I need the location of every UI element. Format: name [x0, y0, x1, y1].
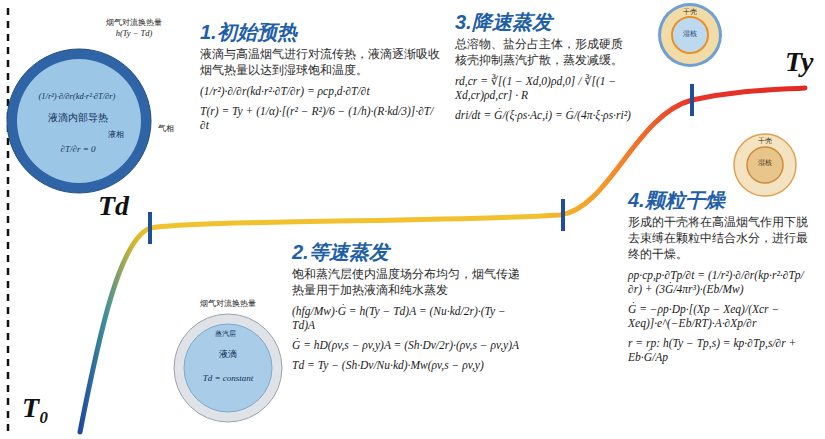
droplet-circle: 干壳湿核: [657, 2, 723, 68]
equation: (hfg/Mw)·Ġ = h(Ty − Td)A = (Nu·kd/2r)·(T…: [292, 304, 530, 332]
stage-block: 3.降速蒸发总溶物、盐分占主体，形成硬质核壳抑制蒸汽扩散，蒸发减缓。 rd,cr …: [455, 10, 633, 122]
stage-title: 2.等速蒸发: [292, 240, 530, 264]
stage-block: 1.初始预热液滴与高温烟气进行对流传热，液滴逐渐吸收烟气热量以达到湿球饱和温度。…: [200, 20, 440, 132]
droplet-label: ∂T/∂r = 0: [61, 144, 96, 154]
droplet-outline: [173, 313, 283, 423]
droplet-label: Td = constant: [203, 373, 254, 383]
droplet-layer: [17, 59, 141, 183]
droplet-label: 湿核: [758, 159, 772, 167]
droplet-circle: 烟气对流换热量蒸汽层液滴Td = constant: [173, 313, 283, 423]
droplet-label: 液滴: [219, 349, 237, 359]
stage-title: 4.颗粒干燥: [628, 188, 816, 212]
stage-title: 1.初始预热: [200, 20, 440, 44]
stage-block: Td: [98, 190, 129, 222]
droplet-circle: 烟气对流换热量h(Ty − Td)(1/r²)·∂/∂r(kd·r²·∂T/∂r…: [6, 48, 152, 194]
stage-description: 总溶物、盐分占主体，形成硬质核壳抑制蒸汽扩散，蒸发减缓。: [455, 36, 633, 68]
equation: r = rp: h(Ty − Tp,s) = kp·∂Tp,s/∂r + Eb·…: [628, 336, 816, 364]
droplet-label: 干壳: [683, 8, 697, 15]
droplet-label: 干壳: [758, 137, 772, 144]
droplet-label: 液滴内部导热: [48, 112, 108, 124]
equation: ρp·cp,p·∂Tp/∂t = (1/r²)·∂/∂r(kp·r²·∂Tp/∂…: [628, 268, 816, 296]
droplet-layer: [7, 49, 151, 193]
stage-tick: [690, 84, 694, 116]
stage-block: 4.颗粒干燥形成的干壳将在高温烟气作用下脱去束缚在颗粒中结合水分，进行最终的干燥…: [628, 188, 816, 364]
equation: rd,cr = ∛[(1 − Xd,0)ρd,0] / ∛[(1 − Xd,cr…: [455, 74, 633, 102]
droplet-layer: [174, 314, 282, 422]
stage-tick: [561, 199, 565, 231]
stage-title: 3.降速蒸发: [455, 10, 633, 34]
temperature-label: Ty: [785, 46, 814, 78]
droplet-label: 烟气对流换热量: [106, 18, 162, 27]
stage-description: 液滴与高温烟气进行对流传热，液滴逐渐吸收烟气热量以达到湿球饱和温度。: [200, 46, 440, 78]
equation: Ġ = hD(ρv,s − ρv,y)A = (Sh·Dv/2r)·(ρv,s …: [292, 338, 530, 352]
equation: dri/dt = Ġ/(ξ·ρs·Ac,i) = Ġ/(4π·ξ·ρs·ri²): [455, 108, 633, 122]
equation: Ġ = −ρp·Dp·[(Xp − Xeq)/(Xcr − Xeq)]·e^(−…: [628, 302, 816, 330]
droplet-layer: [658, 3, 722, 67]
temperature-label: T₀: [22, 392, 49, 424]
droplet-label: 烟气对流换热量: [200, 300, 256, 309]
droplet-label: 液相: [108, 130, 124, 139]
droplet-label: 湿核: [683, 30, 697, 38]
droplet-layer: [672, 17, 708, 53]
stage-tick: [148, 212, 152, 244]
droplet-label: h(Ty − Td): [116, 29, 153, 39]
droplet-label: 蒸汽层: [215, 330, 236, 338]
droplet-circle: 干壳湿核: [733, 133, 797, 197]
temperature-label: Td: [98, 190, 129, 222]
droplet-label: 气相: [158, 124, 174, 133]
stage-description: 饱和蒸汽层使内温度场分布均匀，烟气传递热量用于加热液滴和纯水蒸发: [292, 266, 530, 298]
stage-block: 2.等速蒸发饱和蒸汽层使内温度场分布均匀，烟气传递热量用于加热液滴和纯水蒸发 (h…: [292, 240, 530, 372]
droplet-label: (1/r²)·∂/∂r(kd·r²·∂T/∂r): [39, 92, 116, 102]
stage-block: Ty: [785, 46, 814, 78]
equation: Td = Ty − (Sh·Dv/Nu·kd)·Mw(ρv,s − ρv,y): [292, 358, 530, 372]
stage-description: 形成的干壳将在高温烟气作用下脱去束缚在颗粒中结合水分，进行最终的干燥。: [628, 214, 816, 262]
droplet-layer: [734, 134, 796, 196]
time-axis-dashed: [7, 8, 10, 435]
droplet-layer: [184, 324, 272, 412]
temperature-curve: [80, 88, 805, 432]
equation: T(r) = Ty + (1/α)·[(r² − R²)/6 − (1/h)·(…: [200, 104, 440, 132]
droplet-layer: [661, 6, 719, 64]
droplet-layer: [747, 147, 783, 183]
equation: (1/r²)·∂/∂r(kd·r²·∂T/∂r) = ρcp,d·∂T/∂t: [200, 84, 440, 98]
stage-block: T₀: [22, 392, 49, 424]
